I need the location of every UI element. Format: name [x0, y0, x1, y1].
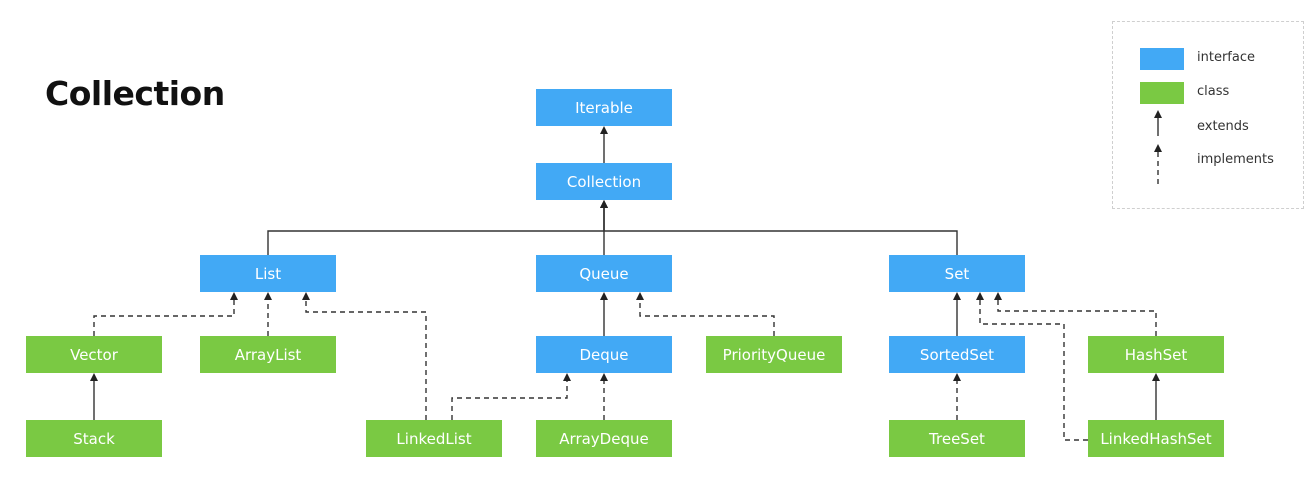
arrowhead-icon [600, 292, 608, 300]
node-queue: Queue [536, 255, 672, 292]
node-sortedset: SortedSet [889, 336, 1025, 373]
arrowhead-icon [600, 200, 608, 208]
edge-arraydeque-deque-implements [600, 373, 608, 420]
arrowhead-icon [636, 292, 644, 300]
arrowhead-icon [230, 292, 238, 300]
edge-sortedset-set-extends [953, 292, 961, 336]
edge-hashset-set-implements [994, 292, 1157, 336]
node-linkedlist: LinkedList [366, 420, 502, 457]
arrowhead-icon [600, 126, 608, 134]
node-arraylist: ArrayList [200, 336, 336, 373]
arrowhead-icon [600, 373, 608, 381]
edge-linkedhashset-hashset-extends [1152, 373, 1160, 420]
edge-treeset-sortedset-implements [953, 373, 961, 420]
arrowhead-icon [563, 373, 571, 381]
arrowhead-icon [90, 373, 98, 381]
edge-collection-iterable-extends [600, 126, 608, 163]
node-hashset: HashSet [1088, 336, 1224, 373]
page-title: Collection [45, 74, 225, 113]
edge-set-collection-extends [600, 200, 958, 255]
edge-deque-queue-extends [600, 292, 608, 336]
edge-list-collection-extends [267, 200, 608, 255]
edge-vector-list-implements [93, 292, 238, 336]
arrowhead-icon [953, 373, 961, 381]
arrowhead-icon [994, 292, 1002, 300]
arrowhead-icon [302, 292, 310, 300]
node-deque: Deque [536, 336, 672, 373]
legend-extends-arrow-icon [1154, 110, 1162, 136]
node-set: Set [889, 255, 1025, 292]
arrowhead-icon [953, 292, 961, 300]
node-iterable: Iterable [536, 89, 672, 126]
node-linkedhashset: LinkedHashSet [1088, 420, 1224, 457]
edge-priorityqueue-queue-implements [636, 292, 775, 336]
edge-stack-vector-extends [90, 373, 98, 420]
node-arraydeque: ArrayDeque [536, 420, 672, 457]
edge-linkedhashset-set-implements [976, 292, 1088, 441]
legend-interface-label: interface [1197, 50, 1255, 65]
arrowhead-icon [264, 292, 272, 300]
arrowhead-icon [976, 292, 984, 300]
legend-interface-swatch [1140, 48, 1184, 70]
node-priorityqueue: PriorityQueue [706, 336, 842, 373]
arrowhead-icon [1152, 373, 1160, 381]
legend-implements-arrow-icon [1154, 144, 1162, 184]
edge-linkedlist-list-implements [302, 292, 427, 420]
legend-class-label: class [1197, 84, 1230, 99]
node-vector: Vector [26, 336, 162, 373]
edge-linkedlist-deque-implements [451, 373, 571, 420]
legend-class-swatch [1140, 82, 1184, 104]
legend-implements-label: implements [1197, 152, 1274, 167]
node-stack: Stack [26, 420, 162, 457]
node-collection: Collection [536, 163, 672, 200]
node-treeset: TreeSet [889, 420, 1025, 457]
legend: interface class extends implements [1112, 21, 1304, 209]
edge-arraylist-list-implements [264, 292, 272, 336]
legend-extends-label: extends [1197, 119, 1249, 134]
node-list: List [200, 255, 336, 292]
